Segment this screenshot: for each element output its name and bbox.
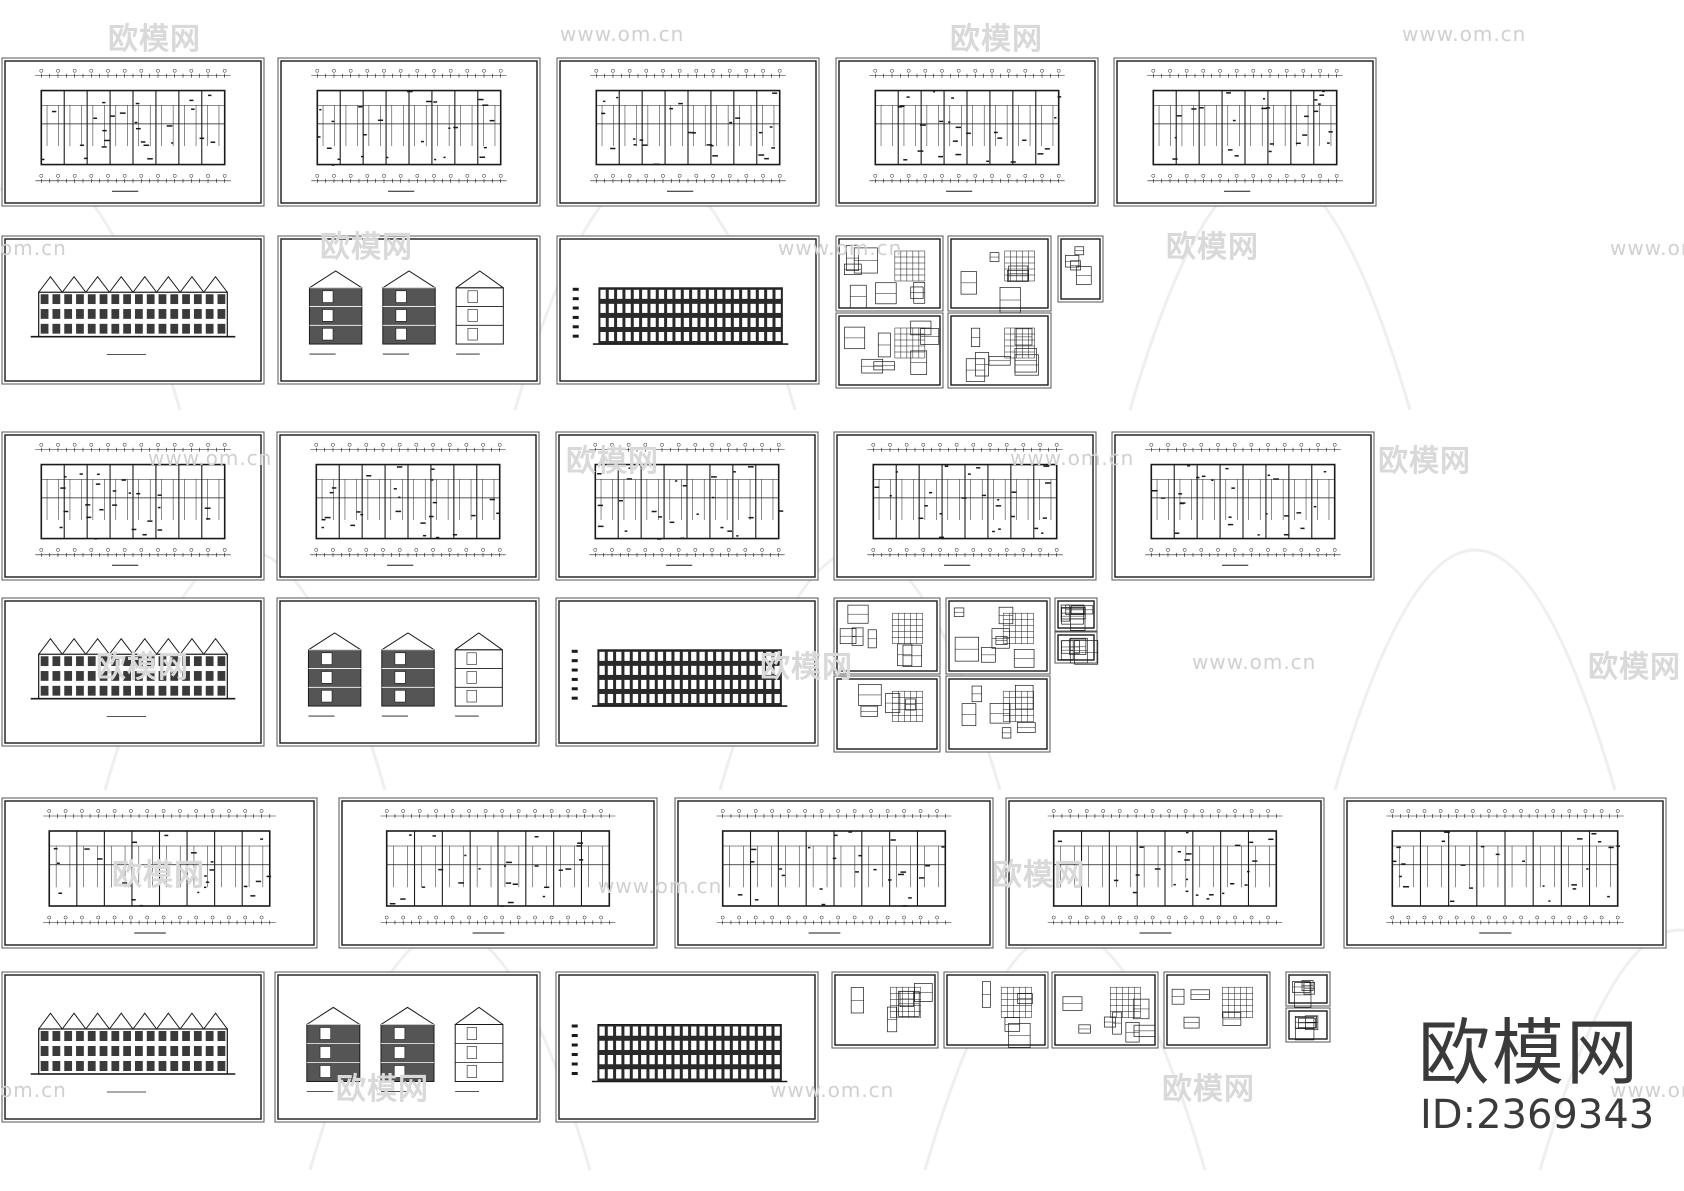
section-elevation-sheet bbox=[274, 971, 541, 1123]
detail-sheet bbox=[1054, 631, 1099, 665]
brand-logo-text: 欧模网 bbox=[1418, 1011, 1641, 1095]
detail-sheet bbox=[943, 971, 1049, 1049]
elevation-sheet bbox=[1, 235, 265, 385]
watermark-arc bbox=[1333, 548, 1617, 791]
front-elevation-sheet bbox=[555, 971, 819, 1123]
floor-plan-sheet bbox=[674, 797, 994, 949]
elevation-sheet bbox=[1, 597, 265, 747]
floor-plan-sheet bbox=[277, 57, 541, 207]
floor-plan-sheet bbox=[555, 431, 819, 581]
detail-sheet bbox=[947, 312, 1052, 389]
watermark-arc bbox=[923, 928, 1207, 1171]
floor-plan-sheet bbox=[1113, 57, 1377, 207]
sheet-thumbnails bbox=[1, 57, 1667, 1123]
front-elevation-sheet bbox=[556, 235, 820, 385]
section-elevation-sheet bbox=[276, 597, 540, 747]
detail-sheet bbox=[1285, 971, 1331, 1008]
watermark-arc bbox=[1538, 928, 1684, 1171]
detail-sheet bbox=[1285, 1007, 1331, 1043]
brand-block: 欧模网 ID:2369343 bbox=[1418, 1015, 1668, 1139]
floor-plan-sheet bbox=[1, 797, 318, 949]
detail-sheet bbox=[1057, 235, 1104, 303]
floor-plan-sheet bbox=[1, 57, 265, 207]
floor-plan-sheet bbox=[1, 431, 265, 581]
detail-sheet bbox=[1163, 971, 1271, 1049]
floor-plan-sheet bbox=[276, 431, 540, 581]
detail-sheet bbox=[831, 971, 939, 1049]
floor-plan-sheet bbox=[338, 797, 658, 949]
floor-plan-sheet bbox=[835, 57, 1099, 207]
detail-sheet bbox=[947, 235, 1052, 314]
section-elevation-sheet bbox=[277, 235, 541, 385]
detail-sheet bbox=[835, 235, 944, 312]
elevation-sheet bbox=[1, 971, 265, 1123]
detail-sheet bbox=[833, 597, 941, 675]
brand-id-label: ID:2369343 bbox=[1420, 1092, 1655, 1138]
floor-plan-sheet bbox=[1343, 797, 1667, 949]
floor-plan-sheet bbox=[833, 431, 1097, 581]
floor-plan-sheet bbox=[1111, 431, 1375, 581]
floor-plan-sheet bbox=[1005, 797, 1325, 949]
detail-sheet bbox=[945, 675, 1051, 753]
front-elevation-sheet bbox=[555, 597, 819, 747]
floor-plan-sheet bbox=[556, 57, 820, 207]
detail-sheet bbox=[945, 597, 1051, 675]
detail-sheet bbox=[833, 675, 941, 753]
detail-sheet bbox=[1054, 597, 1098, 632]
detail-sheet bbox=[1051, 971, 1159, 1049]
detail-sheet bbox=[835, 312, 944, 389]
